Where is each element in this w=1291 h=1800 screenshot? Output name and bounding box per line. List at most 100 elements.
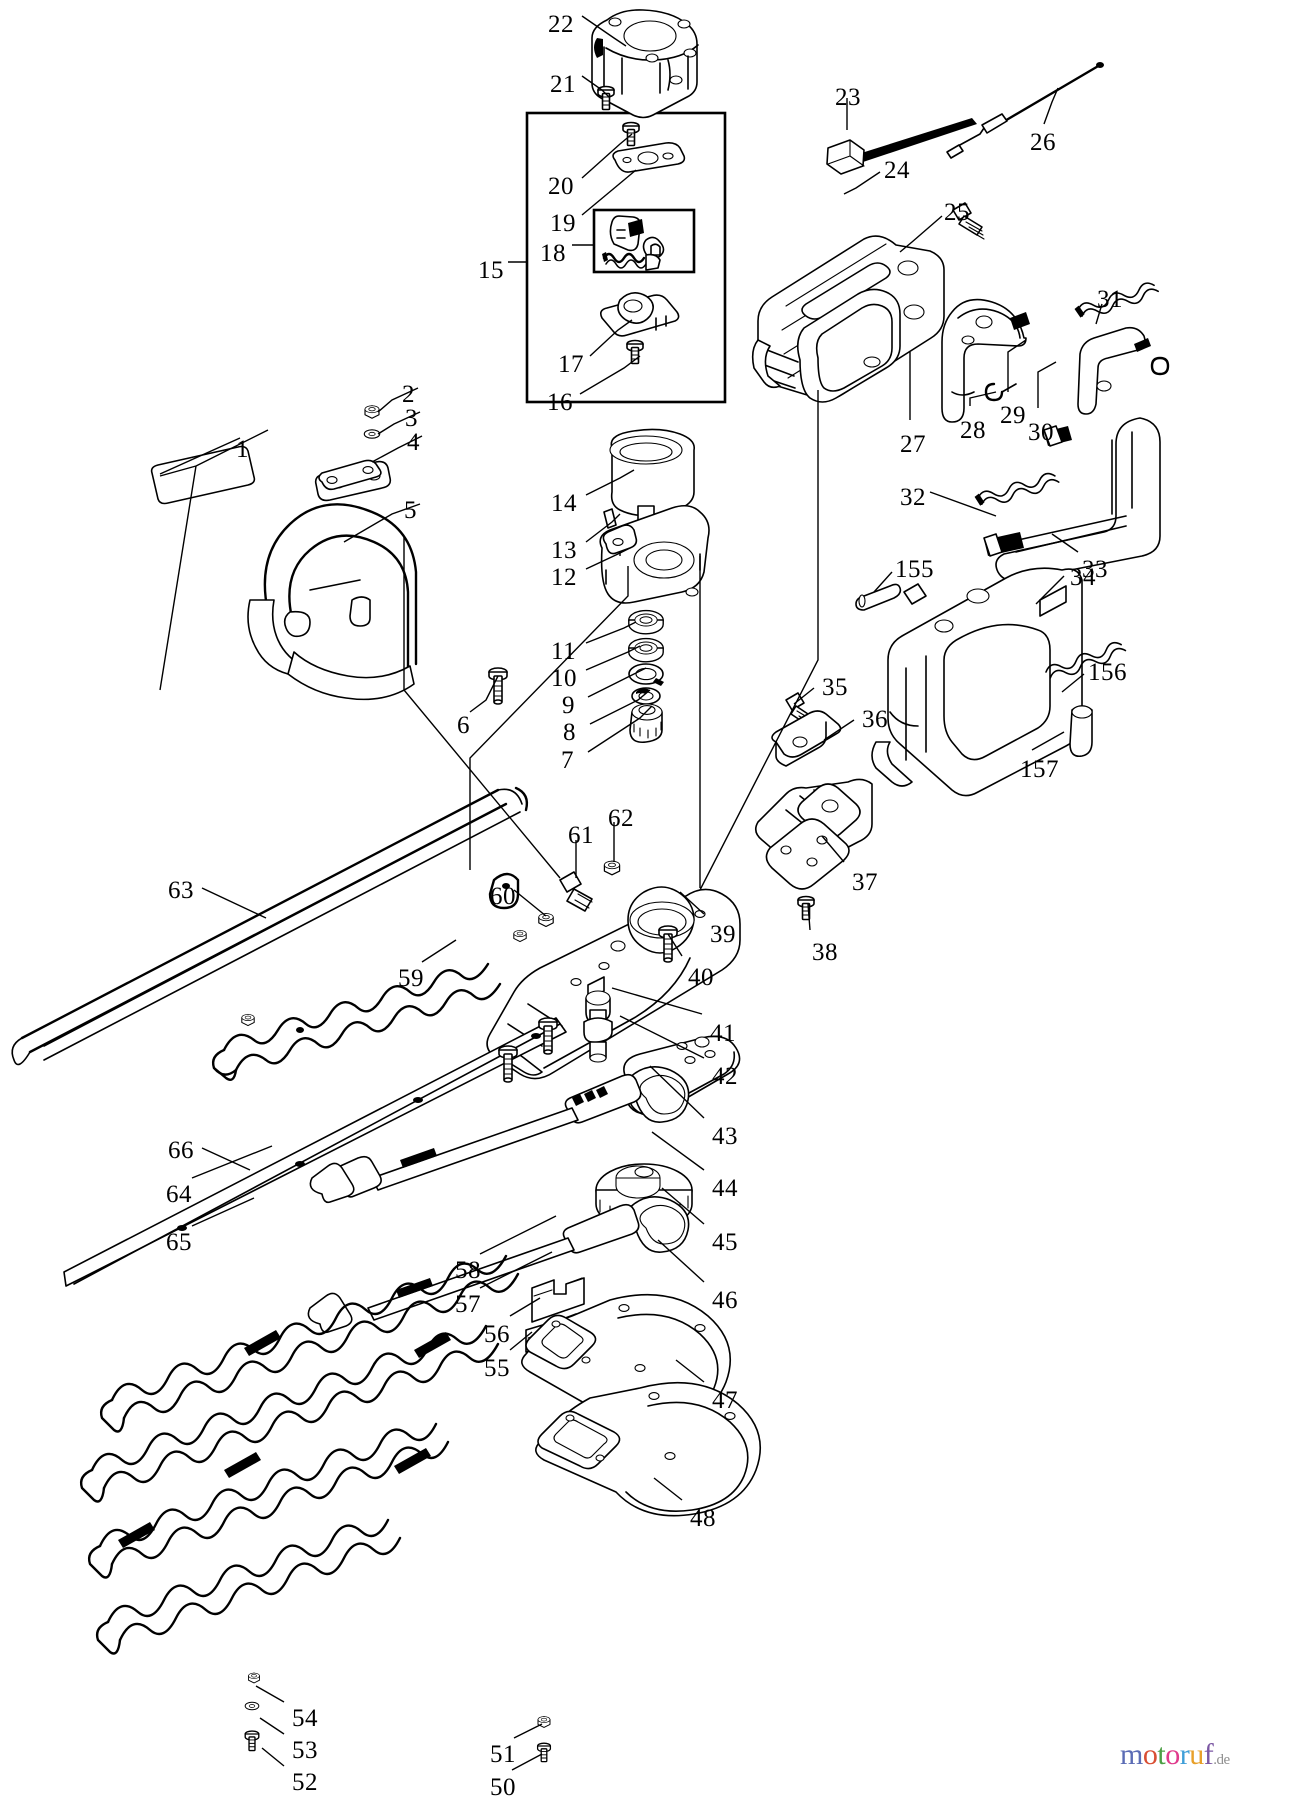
callout-number-23: 23 xyxy=(835,84,861,111)
part-29-lever xyxy=(1077,326,1151,415)
callout-number-3: 3 xyxy=(405,405,418,432)
callout-number-58: 58 xyxy=(455,1257,481,1284)
callout-number-47: 47 xyxy=(712,1387,738,1414)
callout-number-45: 45 xyxy=(712,1229,738,1256)
part-27-trigger-lever xyxy=(941,298,1030,423)
part-50-screw xyxy=(536,1742,552,1763)
callout-number-24: 24 xyxy=(884,157,910,184)
part-59-64-65-short-blade xyxy=(211,872,520,1081)
part-13-key xyxy=(603,508,617,529)
callout-number-34: 34 xyxy=(1070,564,1096,591)
callout-number-28: 28 xyxy=(960,417,986,444)
part-63-blade-cover xyxy=(11,786,529,1066)
part-46-eccentric-arm-lower xyxy=(307,1196,690,1334)
callout-number-31: 31 xyxy=(1097,286,1123,313)
callout-number-25: 25 xyxy=(944,199,970,226)
part-37-front-bracket xyxy=(754,778,873,890)
callout-number-21: 21 xyxy=(550,71,576,98)
callout-number-15: 15 xyxy=(478,257,504,284)
callout-number-17: 17 xyxy=(558,351,584,378)
leader-lines xyxy=(159,15,1103,1771)
callout-number-9: 9 xyxy=(562,692,575,719)
callout-number-40: 40 xyxy=(688,964,714,991)
watermark-letter-6: f xyxy=(1203,1738,1214,1771)
part-32-spring xyxy=(974,470,1061,510)
callout-number-19: 19 xyxy=(550,210,576,237)
callout-number-32: 32 xyxy=(900,484,926,511)
callout-number-61: 61 xyxy=(568,822,594,849)
callout-number-156: 156 xyxy=(1088,659,1127,686)
callout-number-27: 27 xyxy=(900,431,926,458)
callout-number-5: 5 xyxy=(404,497,417,524)
part-157-cap xyxy=(1069,705,1093,758)
part-19-plate xyxy=(612,142,686,173)
part-17-switch-body xyxy=(600,292,680,337)
part-34-rear-housing xyxy=(871,567,1083,797)
part-53-washer xyxy=(244,1701,260,1711)
callout-number-44: 44 xyxy=(712,1175,738,1202)
part-66-blade-rail xyxy=(63,1017,567,1287)
watermark-letter-4: r xyxy=(1179,1738,1190,1771)
part-48-cover-plate xyxy=(535,1381,762,1517)
part-5-front-handle xyxy=(247,460,418,701)
part-1-label-plate xyxy=(150,445,256,505)
callout-number-57: 57 xyxy=(455,1291,481,1318)
callout-number-35: 35 xyxy=(822,674,848,701)
callout-number-39: 39 xyxy=(710,921,736,948)
callout-number-42: 42 xyxy=(712,1063,738,1090)
part-30-clip xyxy=(1150,356,1170,376)
callout-number-8: 8 xyxy=(563,719,576,746)
part-18-switch-kit xyxy=(602,215,665,271)
watermark-letter-5: u xyxy=(1189,1738,1204,1771)
callout-number-4: 4 xyxy=(407,429,420,456)
callout-number-36: 36 xyxy=(862,706,888,733)
callout-number-10: 10 xyxy=(551,665,577,692)
callout-number-48: 48 xyxy=(690,1505,716,1532)
part-42-fitting xyxy=(583,1009,613,1063)
callout-number-51: 51 xyxy=(490,1741,516,1768)
part-52-bolt xyxy=(244,1730,260,1752)
part-3-washer xyxy=(363,429,381,439)
watermark-letter-1: o xyxy=(1142,1738,1158,1771)
part-64-nut xyxy=(241,1013,255,1027)
part-59-nut xyxy=(513,929,527,943)
callout-number-62: 62 xyxy=(608,805,634,832)
callout-number-54: 54 xyxy=(292,1705,318,1732)
watermark-letter-0: m xyxy=(1120,1738,1143,1771)
callout-number-11: 11 xyxy=(551,638,577,665)
callout-number-18: 18 xyxy=(540,240,566,267)
part-11-bearing xyxy=(628,609,664,635)
part-56-clip xyxy=(531,1277,585,1323)
callout-number-65: 65 xyxy=(166,1229,192,1256)
part-28-clip xyxy=(984,382,1017,402)
part-38-screw xyxy=(797,895,815,921)
part-31-spring xyxy=(1074,279,1161,322)
callout-number-14: 14 xyxy=(551,490,577,517)
callout-number-29: 29 xyxy=(1000,402,1026,429)
callout-number-56: 56 xyxy=(484,1321,510,1348)
part-33-rear-handle xyxy=(983,417,1161,582)
callout-number-55: 55 xyxy=(484,1355,510,1382)
callout-number-13: 13 xyxy=(551,537,577,564)
part-155-pin xyxy=(855,583,902,611)
part-62-nut xyxy=(603,860,621,876)
part-36-clamp-plate xyxy=(771,710,842,767)
part-24-screw-body xyxy=(952,202,985,240)
callout-number-20: 20 xyxy=(548,173,574,200)
part-25-handle-frame xyxy=(751,235,945,403)
callout-number-22: 22 xyxy=(548,11,574,38)
callout-number-6: 6 xyxy=(457,712,470,739)
part-10-bearing xyxy=(628,637,664,663)
watermark-suffix: .de xyxy=(1213,1752,1230,1768)
callout-number-50: 50 xyxy=(490,1774,516,1800)
watermark-letter-2: t xyxy=(1157,1738,1166,1771)
part-2-nut xyxy=(364,405,380,419)
watermark-letter-3: o xyxy=(1165,1738,1180,1771)
main-cutter-blades xyxy=(79,1254,520,1655)
callout-number-157: 157 xyxy=(1020,756,1059,783)
callout-number-2: 2 xyxy=(402,381,415,408)
part-4-bracket xyxy=(318,459,382,491)
callout-number-66: 66 xyxy=(168,1137,194,1164)
